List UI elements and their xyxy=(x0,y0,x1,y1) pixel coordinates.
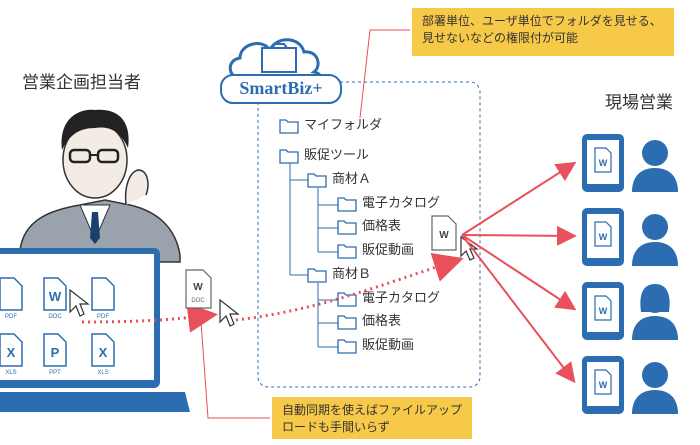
folder-catalog-a[interactable]: 電子カタログ xyxy=(362,196,441,211)
laptop-file-icons xyxy=(0,277,115,367)
folder-icon xyxy=(337,220,357,235)
folder-my-folder[interactable]: マイフォルダ xyxy=(304,118,383,133)
folder-icon xyxy=(307,173,327,188)
file-type-label: PDF xyxy=(5,314,17,320)
file-type-label: DOC xyxy=(48,314,62,320)
sales-rep-4: W xyxy=(582,356,678,414)
service-logo: SmartBiz+ xyxy=(220,74,342,104)
folder-promo-video-b[interactable]: 販促動画 xyxy=(362,338,415,353)
xls-file-icon xyxy=(91,333,115,367)
svg-text:DOC: DOC xyxy=(191,298,205,304)
folder-price-list-a[interactable]: 価格表 xyxy=(362,219,402,234)
doc-file-icon xyxy=(43,277,67,311)
pdf-file-icon xyxy=(91,277,115,311)
moving-doc-file-icon: W DOC xyxy=(185,269,212,309)
cursor-icon xyxy=(219,298,240,327)
distribution-arrow xyxy=(461,225,577,246)
folder-catalog-b[interactable]: 電子カタログ xyxy=(362,291,441,306)
permissions-callout: 部署単位、ユーザ単位でフォルダを見せる、見せないなどの権限付が可能 xyxy=(412,8,674,56)
svg-text:W: W xyxy=(193,282,203,293)
auto-sync-callout: 自動同期を使えばファイルアップロードも手間いらず xyxy=(272,397,472,439)
tree-doc-file-icon: W xyxy=(431,215,457,251)
distribution-arrow xyxy=(461,161,577,236)
svg-text:W: W xyxy=(439,230,449,241)
callout-top-pointer xyxy=(359,29,410,119)
svg-text:W: W xyxy=(599,158,608,168)
distribution-arrow xyxy=(461,234,576,384)
folder-icon xyxy=(337,197,357,212)
pdf-file-icon xyxy=(0,277,23,311)
folder-price-list-b[interactable]: 価格表 xyxy=(362,314,402,329)
sales-rep-3: W xyxy=(582,282,678,340)
file-type-label: PDF xyxy=(97,314,109,320)
left-person-title: 営業企画担当者 xyxy=(22,73,141,93)
svg-text:P: P xyxy=(51,345,60,360)
ppt-file-icon xyxy=(43,333,67,367)
folder-product-b[interactable]: 商材Ｂ xyxy=(332,267,372,282)
sales-rep-2: W xyxy=(582,208,678,266)
svg-text:W: W xyxy=(599,232,608,242)
sync-path xyxy=(81,302,218,333)
callout-bottom-pointer xyxy=(199,307,270,419)
laptop-illustration xyxy=(0,248,190,412)
svg-text:W: W xyxy=(599,306,608,316)
svg-text:X: X xyxy=(99,345,108,360)
right-person-title: 現場営業 xyxy=(605,93,673,113)
file-type-label: PPT xyxy=(49,370,61,376)
folder-icon xyxy=(337,244,357,259)
folder-product-a[interactable]: 商材Ａ xyxy=(332,172,372,187)
sync-path xyxy=(235,253,464,322)
folder-icon xyxy=(337,339,357,354)
file-type-label: XLS xyxy=(5,370,16,376)
folder-promo-video-a[interactable]: 販促動画 xyxy=(362,243,415,258)
tree-lines xyxy=(289,162,338,348)
svg-text:W: W xyxy=(599,380,608,390)
cursor-icon xyxy=(69,288,90,317)
folder-promo-tools[interactable]: 販促ツール xyxy=(304,148,370,163)
sales-rep-1: W xyxy=(582,134,678,192)
folder-icon xyxy=(279,119,299,134)
folder-icon xyxy=(337,315,357,330)
distribution-arrow xyxy=(461,234,577,311)
doc-letter: W xyxy=(49,289,62,304)
cursor-icon xyxy=(460,235,479,261)
person-icon xyxy=(632,362,678,414)
folder-icon xyxy=(307,268,327,283)
person-icon xyxy=(632,214,678,266)
person-icon xyxy=(632,284,678,340)
file-type-label: XLS xyxy=(97,370,108,376)
xls-file-icon xyxy=(0,333,23,367)
planner-person-illustration xyxy=(19,109,181,263)
person-icon xyxy=(632,140,678,192)
svg-text:X: X xyxy=(7,345,16,360)
folder-icon xyxy=(279,149,299,164)
